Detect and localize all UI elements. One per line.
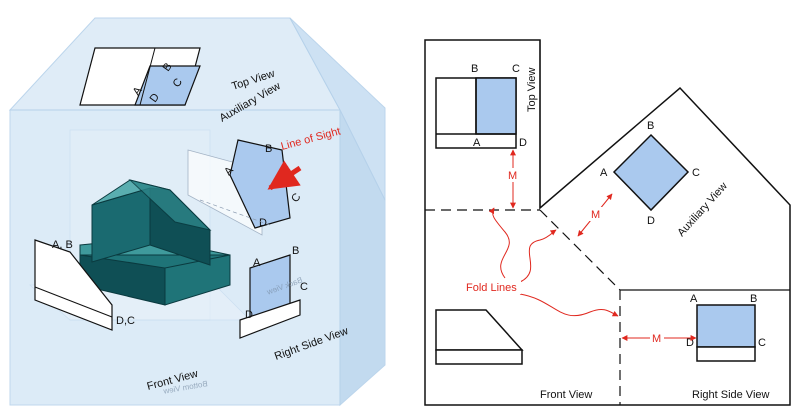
- right-top-point-c: C: [512, 63, 520, 75]
- line-of-sight-arrow: [267, 160, 302, 191]
- side-point-a: A: [253, 257, 261, 269]
- side-point-d: D: [245, 309, 253, 321]
- dim-label-aux: M: [591, 209, 600, 221]
- right-aux-point-a: A: [600, 167, 608, 179]
- dim-label-side: M: [652, 333, 661, 345]
- right-front-view-drawing: [435, 309, 524, 365]
- right-side-point-c: C: [758, 337, 766, 349]
- right-aux-point-b: B: [647, 120, 654, 132]
- right-top-point-b: B: [471, 63, 478, 75]
- glass-box-illustration: A B C D Top View Auxiliary View B A C D …: [8, 17, 386, 407]
- right-side-point-b: B: [750, 293, 757, 305]
- right-side-view-drawing: [696, 304, 756, 362]
- right-side-point-a: A: [690, 293, 698, 305]
- right-top-view-label: Top View: [526, 68, 538, 112]
- right-side-point-d: D: [686, 337, 694, 349]
- right-top-point-d: D: [519, 137, 527, 149]
- dim-label-top: M: [508, 170, 517, 182]
- front-view-projection: [34, 239, 113, 331]
- teal-wedge-object: [79, 179, 231, 306]
- right-top-view-drawing: [435, 77, 517, 149]
- side-point-b: B: [292, 245, 299, 257]
- side-point-c: C: [300, 281, 308, 293]
- right-front-view-label: Front View: [540, 389, 592, 401]
- front-point-ab: A, B: [52, 239, 73, 251]
- fold-lines-label: Fold Lines: [466, 282, 517, 294]
- right-top-point-a: A: [473, 137, 481, 149]
- right-auxiliary-view-drawing: [612, 133, 690, 212]
- fold-line-leaders: [488, 207, 619, 317]
- aux-point-d: D: [259, 217, 267, 229]
- right-side-view-projection: [239, 254, 301, 339]
- fold-line-front-aux: [539, 209, 621, 291]
- top-view-projection: [79, 47, 201, 106]
- right-right-side-view-label: Right Side View: [692, 389, 770, 401]
- aux-point-b: B: [265, 143, 272, 155]
- front-point-dc: D,C: [116, 315, 135, 327]
- glass-side-plane: [339, 109, 386, 407]
- right-aux-point-c: C: [692, 167, 700, 179]
- right-aux-point-d: D: [647, 215, 655, 227]
